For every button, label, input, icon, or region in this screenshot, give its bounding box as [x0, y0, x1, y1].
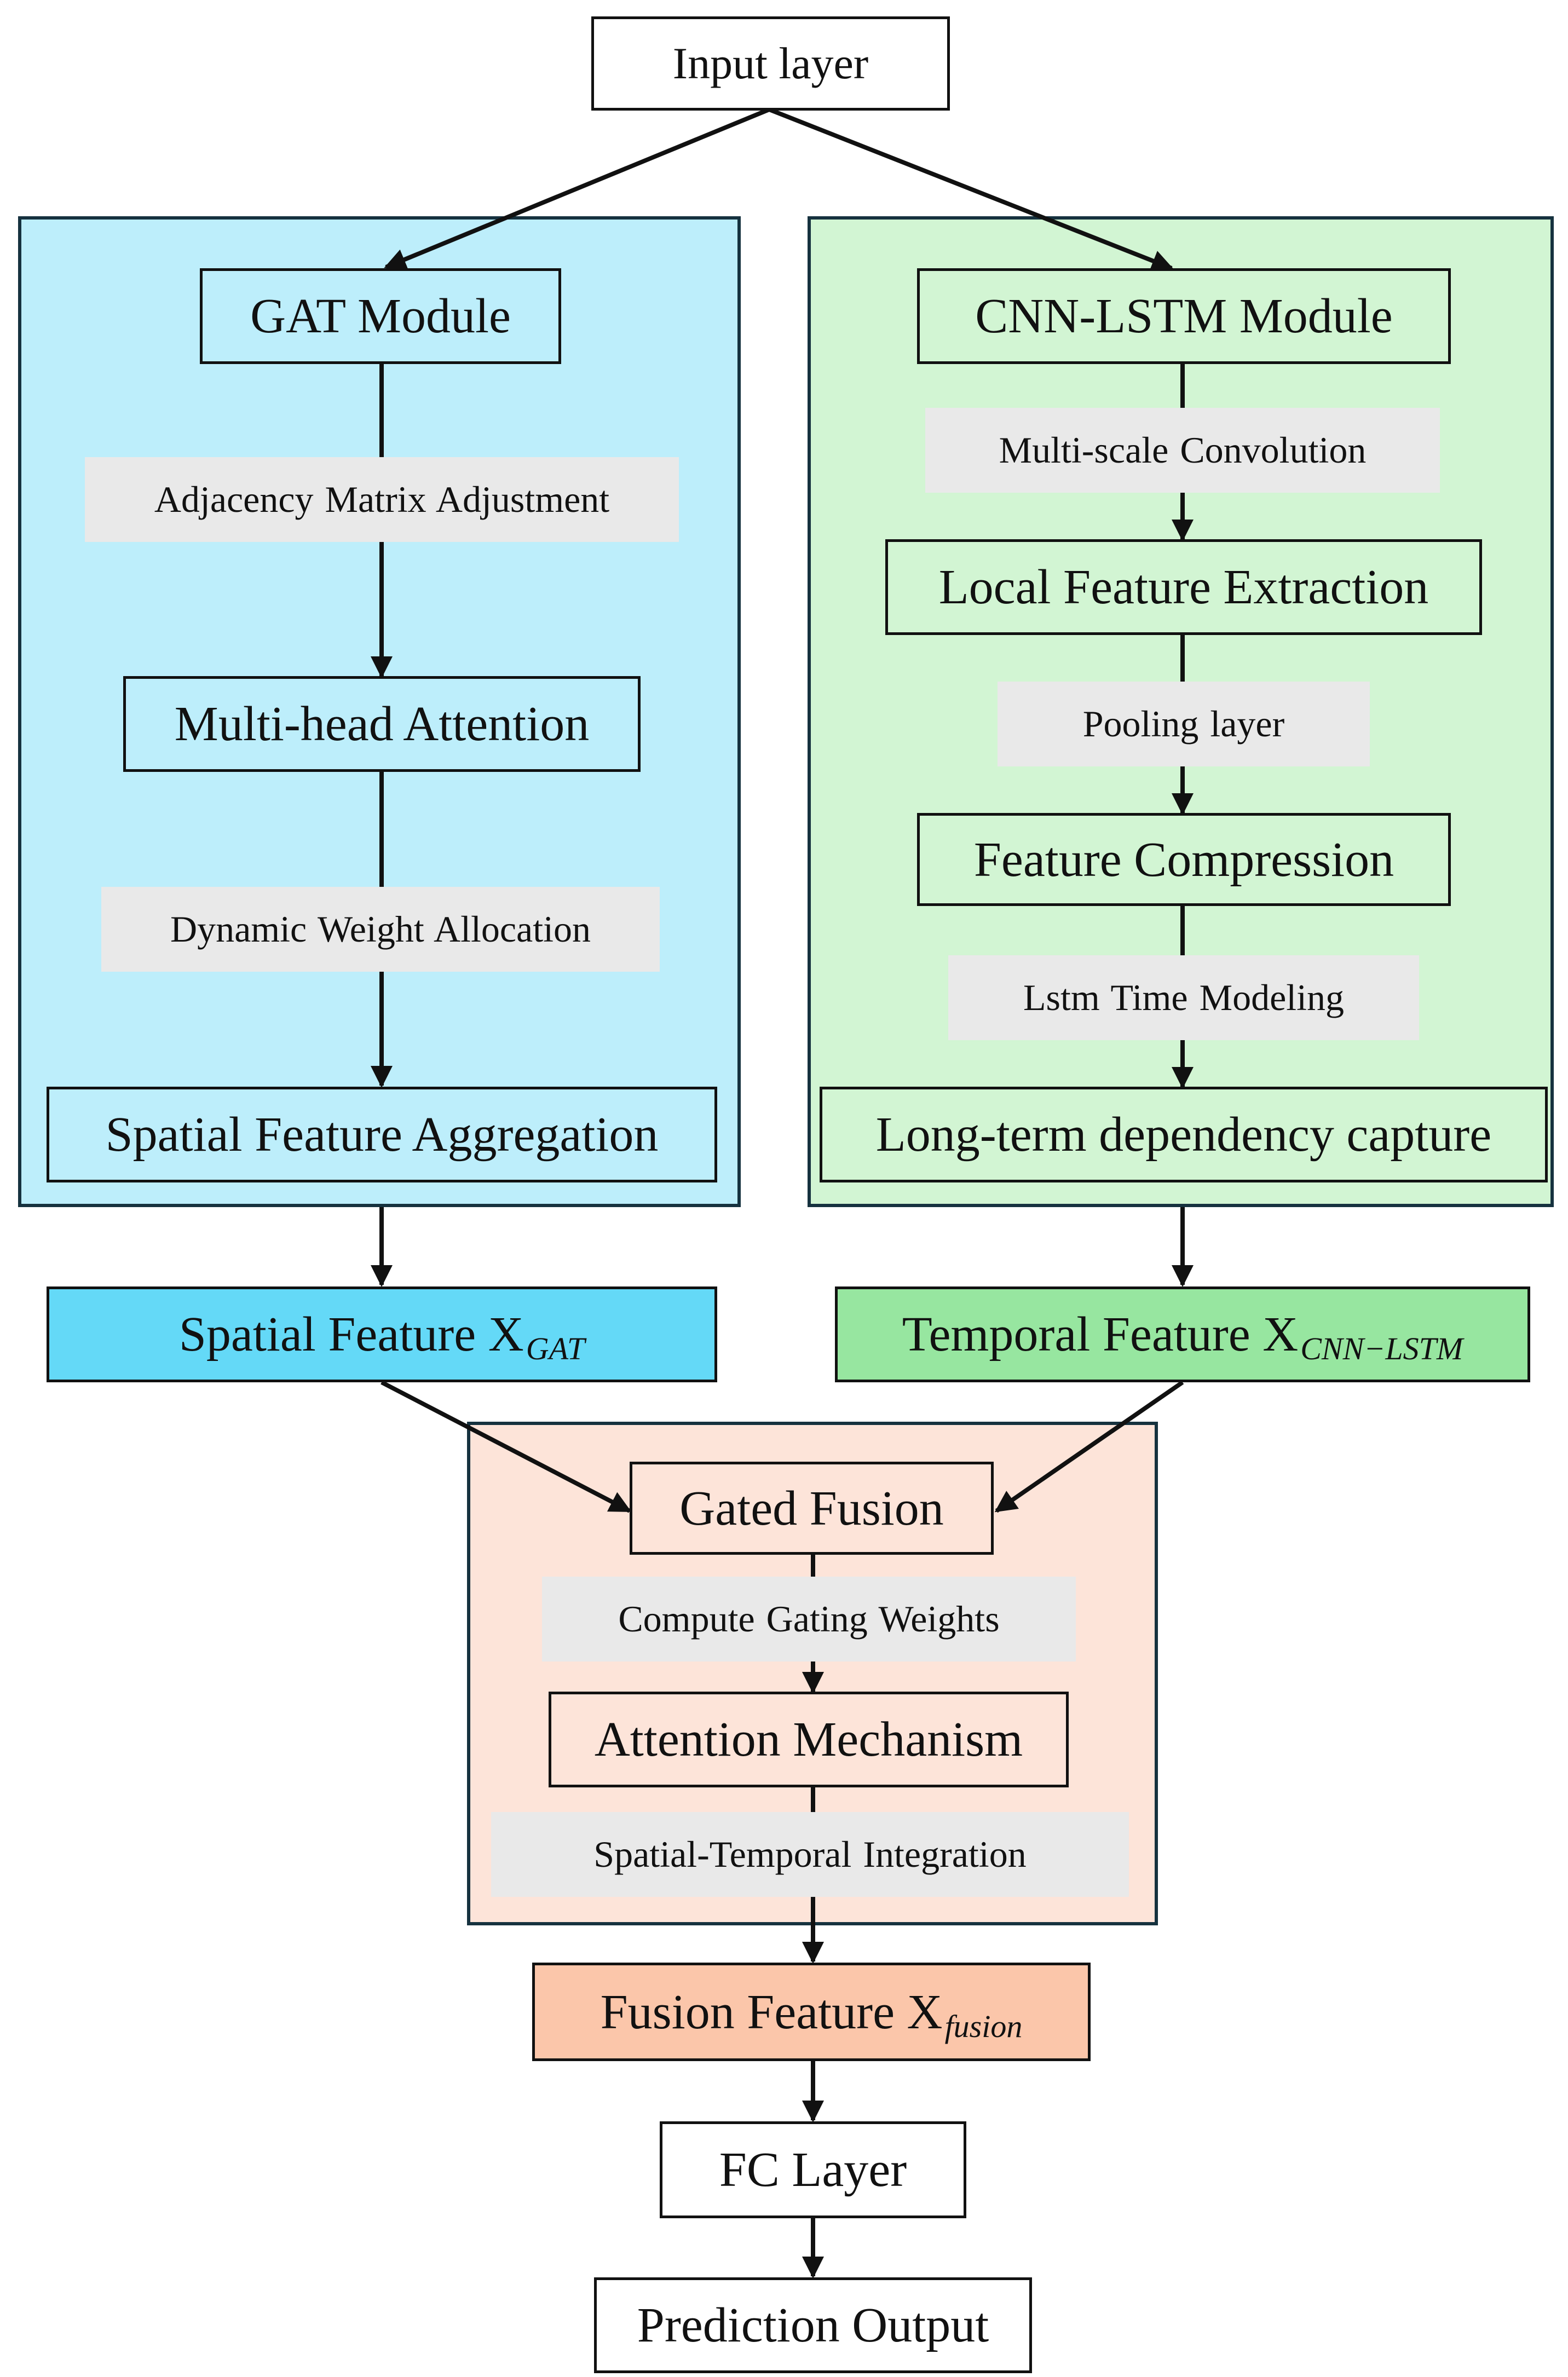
gat-module-box: GAT Module: [200, 268, 561, 364]
local-feature-extraction-box: Local Feature Extraction: [885, 539, 1482, 635]
fusion-feature-text: Fusion Feature X: [600, 1984, 943, 2039]
multi-scale-convolution-label: Multi-scale Convolution: [925, 408, 1440, 493]
pooling-layer-label: Pooling layer: [998, 682, 1370, 766]
arrow-spatial-to-fusion: [381, 1380, 632, 1513]
multi-head-attention-box: Multi-head Attention: [123, 676, 641, 772]
spatial-aggregation-box: Spatial Feature Aggregation: [47, 1087, 717, 1182]
input-layer-box: Input layer: [591, 16, 950, 111]
compute-gating-weights-label: Compute Gating Weights: [542, 1577, 1076, 1661]
temporal-feature-text: Temporal Feature X: [902, 1307, 1299, 1361]
spatial-feature-text: Spatial Feature X: [178, 1307, 524, 1361]
lstm-time-modeling-label: Lstm Time Modeling: [948, 955, 1419, 1040]
spatial-temporal-integration-label: Spatial-Temporal Integration: [491, 1812, 1129, 1897]
cnn-lstm-module-box: CNN-LSTM Module: [917, 268, 1451, 364]
spatial-feature-subscript: GAT: [526, 1331, 585, 1366]
long-term-dependency-box: Long-term dependency capture: [820, 1087, 1548, 1182]
attention-mechanism-box: Attention Mechanism: [549, 1692, 1069, 1787]
gated-fusion-box: Gated Fusion: [630, 1462, 994, 1555]
fusion-feature-subscript: fusion: [944, 2008, 1023, 2044]
temporal-feature-subscript: CNN−LSTM: [1300, 1331, 1463, 1366]
adjacency-matrix-label: Adjacency Matrix Adjustment: [85, 457, 679, 542]
feature-compression-box: Feature Compression: [917, 813, 1451, 906]
arrow-input-to-gat: [384, 107, 770, 270]
arrow-input-to-cnn: [768, 107, 1174, 272]
fc-layer-box: FC Layer: [660, 2121, 966, 2218]
dynamic-weight-label: Dynamic Weight Allocation: [101, 887, 660, 972]
arrow-temporal-to-fusion: [994, 1380, 1184, 1513]
prediction-output-box: Prediction Output: [594, 2277, 1032, 2373]
